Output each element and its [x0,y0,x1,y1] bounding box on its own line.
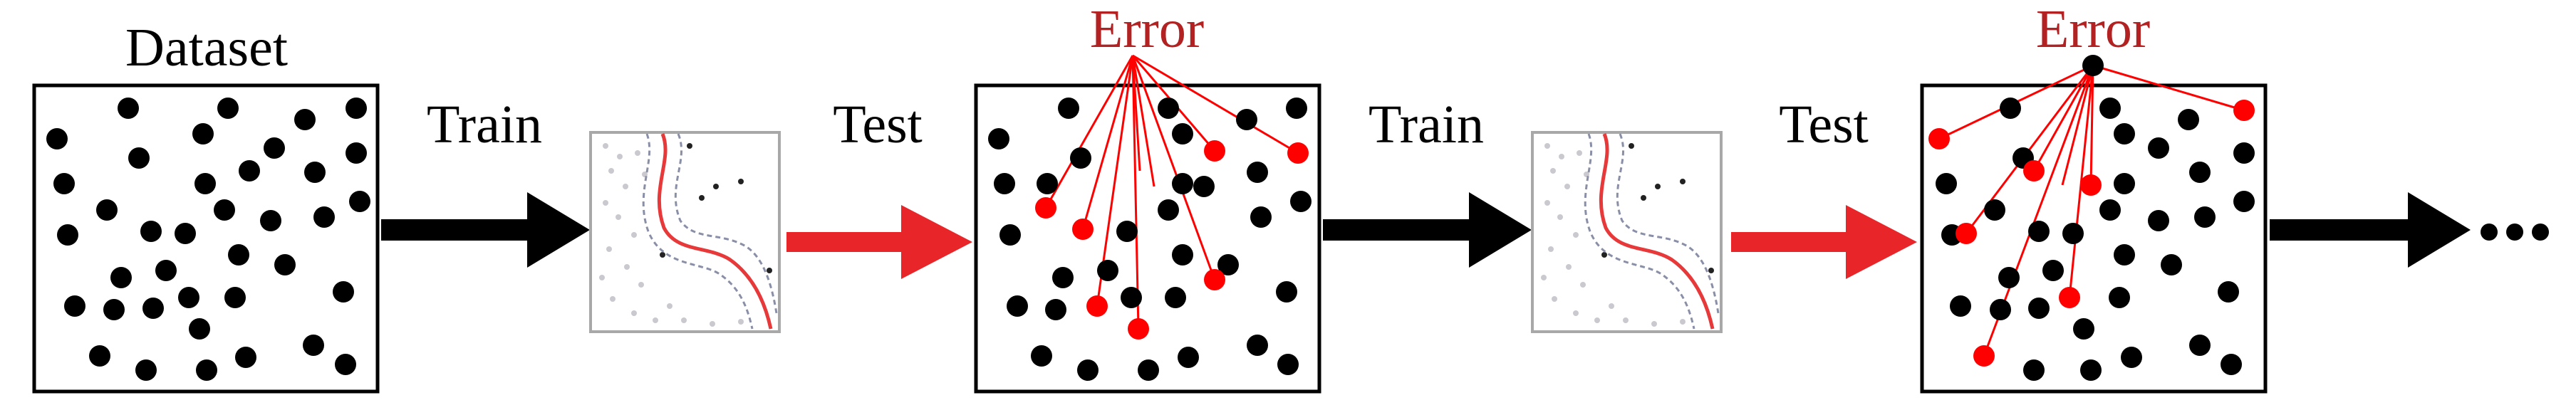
dataset-panel [32,83,380,394]
decision-boundary-1 [657,133,773,330]
error-points-2 [1928,100,2255,367]
train-arrow-2 [1323,192,1532,268]
train-arrow-1 [381,192,590,268]
continuation-dots [2481,224,2549,241]
model-support-points-1 [660,143,772,273]
test-panel-1 [974,54,1321,394]
continue-arrow [2270,192,2471,268]
test-label-1: Test [833,95,923,154]
margin-line-1b [674,133,778,314]
train-label-1: Train [427,95,542,154]
dataset-points [46,98,370,381]
train-label-2: Train [1368,95,1484,154]
error-label-1: Error [1090,0,1204,59]
test-arrow-2 [1731,205,1917,279]
model-thumbnail-1 [589,131,781,333]
test-panel-2 [1920,55,2268,394]
correct-points-2 [1936,55,2255,381]
margin-line-1a [642,133,754,330]
decision-boundary-2 [1599,133,1715,330]
margin-line-2a [1584,133,1695,330]
test-label-2: Test [1779,95,1869,154]
model-scatter-2 [1541,143,1686,327]
model-thumbnail-2 [1531,131,1723,333]
correct-points-1 [988,98,1312,381]
continuation-text: ... [2515,241,2516,243]
error-label-2: Error [2036,0,2150,59]
model-support-points-2 [1601,143,1714,273]
model-scatter-1 [599,143,744,327]
dataset-label: Dataset [125,18,288,78]
margin-line-2b [1616,133,1720,314]
test-arrow-1 [786,205,972,279]
error-points-1 [1035,140,1309,340]
